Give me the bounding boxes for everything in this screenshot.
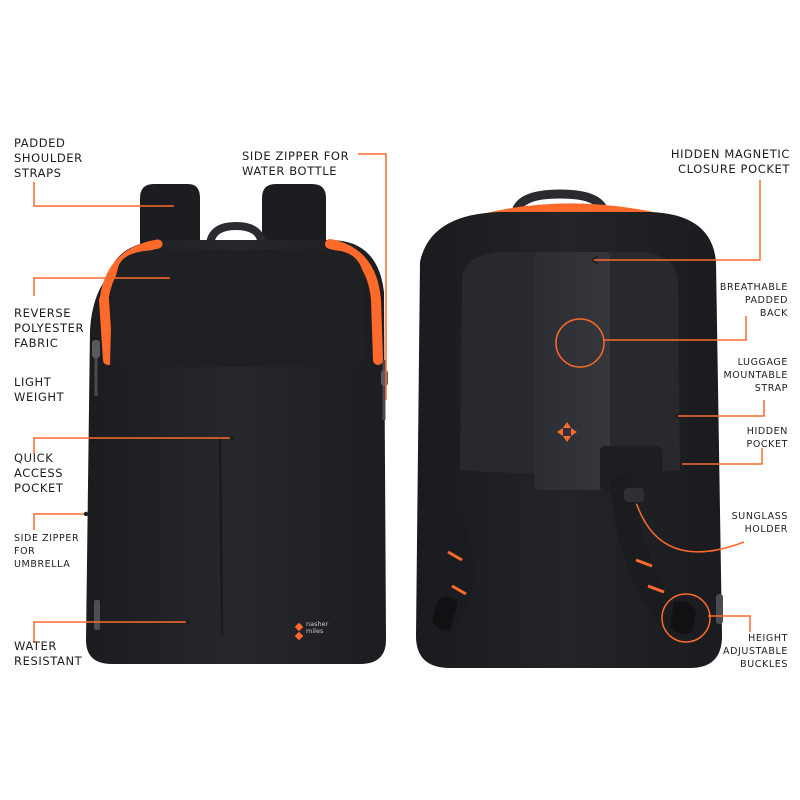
label-hidden-pocket: HIDDEN POCKET bbox=[747, 425, 788, 451]
buckle-circle bbox=[661, 593, 711, 643]
brand-wordmark: nasher miles bbox=[306, 621, 328, 635]
label-line: WATER BOTTLE bbox=[242, 164, 338, 178]
label-hidden-magnetic-pocket: HIDDEN MAGNETIC CLOSURE POCKET bbox=[671, 147, 790, 177]
strap-accent-2 bbox=[451, 584, 467, 596]
callout-umbrella bbox=[33, 513, 86, 530]
label-quick-access-pocket: QUICK ACCESS POCKET bbox=[14, 451, 63, 496]
label-line: QUICK bbox=[14, 451, 54, 465]
buckle-right bbox=[670, 601, 696, 634]
callout-magnetic-pocket bbox=[592, 180, 761, 261]
label-line: RESISTANT bbox=[14, 654, 83, 668]
label-luggage-mountable-strap: LUGGAGE MOUNTABLE STRAP bbox=[723, 356, 788, 395]
callout-sunglass bbox=[635, 501, 745, 553]
front-handle bbox=[206, 221, 266, 245]
strap-accent-4 bbox=[647, 584, 665, 594]
back-side-zipper-pull bbox=[716, 594, 723, 624]
brand-line-1: nasher bbox=[306, 620, 329, 628]
label-side-zipper-umbrella: SIDE ZIPPER FOR UMBRELLA bbox=[14, 532, 79, 571]
label-line: HOLDER bbox=[744, 524, 788, 535]
label-line: SIDE ZIPPER FOR bbox=[242, 149, 350, 163]
label-line: BREATHABLE bbox=[719, 282, 788, 293]
label-line: BACK bbox=[759, 308, 788, 319]
label-light-weight: LIGHT WEIGHT bbox=[14, 375, 64, 405]
brand-logo-icon bbox=[294, 622, 304, 641]
front-orange-piping-right bbox=[325, 239, 383, 365]
callout-breathable-back bbox=[604, 316, 747, 341]
callout-polyester bbox=[33, 277, 172, 296]
breathable-circle bbox=[555, 318, 605, 368]
label-line: POCKET bbox=[746, 439, 788, 450]
label-line: POLYESTER bbox=[14, 321, 85, 335]
callout-quick-access bbox=[33, 437, 232, 454]
back-backpack bbox=[416, 189, 723, 668]
label-reverse-polyester-fabric: REVERSE POLYESTER FABRIC bbox=[14, 306, 84, 351]
front-orange-piping-left bbox=[99, 239, 163, 305]
label-line: HEIGHT bbox=[748, 633, 788, 644]
label-line: STRAPS bbox=[14, 166, 62, 180]
label-line: LIGHT bbox=[14, 375, 52, 389]
callout-padded-straps bbox=[33, 182, 176, 207]
front-callouts bbox=[33, 153, 387, 642]
front-zipper-pull-bottom bbox=[94, 600, 100, 630]
back-strap-right bbox=[610, 470, 690, 640]
label-water-resistant: WATER RESISTANT bbox=[14, 639, 82, 669]
label-line: WEIGHT bbox=[14, 390, 65, 404]
label-line: SIDE ZIPPER bbox=[14, 533, 80, 544]
label-line: SHOULDER bbox=[14, 151, 83, 165]
label-line: MOUNTABLE bbox=[723, 370, 788, 381]
front-quick-access-seam bbox=[219, 437, 223, 635]
callout-hidden-pocket bbox=[680, 448, 763, 465]
label-line: HIDDEN MAGNETIC bbox=[670, 147, 790, 161]
buckle-left bbox=[432, 596, 458, 631]
label-line: CLOSURE POCKET bbox=[678, 162, 790, 176]
sunglass-holder-clip bbox=[624, 488, 644, 502]
label-sunglass-holder: SUNGLASS HOLDER bbox=[732, 510, 788, 536]
front-zipper-pull-left bbox=[92, 340, 100, 358]
label-line: HIDDEN bbox=[746, 426, 788, 437]
callout-luggage-strap bbox=[676, 400, 765, 417]
label-line: UMBRELLA bbox=[14, 559, 71, 570]
label-padded-shoulder-straps: PADDED SHOULDER STRAPS bbox=[14, 136, 83, 181]
label-line: PADDED bbox=[14, 136, 66, 150]
label-line: FOR bbox=[14, 546, 36, 557]
front-panel bbox=[110, 250, 366, 367]
label-line: SUNGLASS bbox=[731, 511, 788, 522]
label-breathable-padded-back: BREATHABLE PADDED BACK bbox=[720, 281, 788, 320]
label-line: ACCESS bbox=[14, 466, 64, 480]
label-line: BUCKLES bbox=[740, 659, 788, 670]
callout-water-resistant bbox=[33, 621, 188, 642]
label-line: REVERSE bbox=[14, 306, 72, 320]
label-line: WATER bbox=[14, 639, 57, 653]
front-orange-piping-left-low bbox=[99, 295, 113, 365]
label-side-zipper-bottle: SIDE ZIPPER FOR WATER BOTTLE bbox=[242, 149, 349, 179]
callout-buckles bbox=[708, 615, 751, 632]
strap-accent-3 bbox=[635, 558, 653, 568]
callout-bottle-zipper bbox=[358, 153, 387, 400]
luggage-strap bbox=[534, 252, 610, 490]
back-handle bbox=[511, 189, 609, 214]
label-line: ADJUSTABLE bbox=[723, 646, 788, 657]
label-height-adjustable-buckles: HEIGHT ADJUSTABLE BUCKLES bbox=[723, 632, 788, 671]
back-callouts bbox=[555, 180, 765, 643]
front-backpack bbox=[86, 184, 388, 664]
label-line: POCKET bbox=[14, 481, 64, 495]
label-line: LUGGAGE bbox=[737, 357, 788, 368]
brand-line-2: miles bbox=[306, 627, 324, 635]
strap-accent-1 bbox=[447, 550, 463, 562]
label-line: FABRIC bbox=[14, 336, 59, 350]
compass-logo-icon bbox=[557, 422, 577, 442]
label-line: PADDED bbox=[744, 295, 788, 306]
label-line: STRAP bbox=[754, 383, 788, 394]
front-zipper-pull-right bbox=[381, 370, 388, 386]
